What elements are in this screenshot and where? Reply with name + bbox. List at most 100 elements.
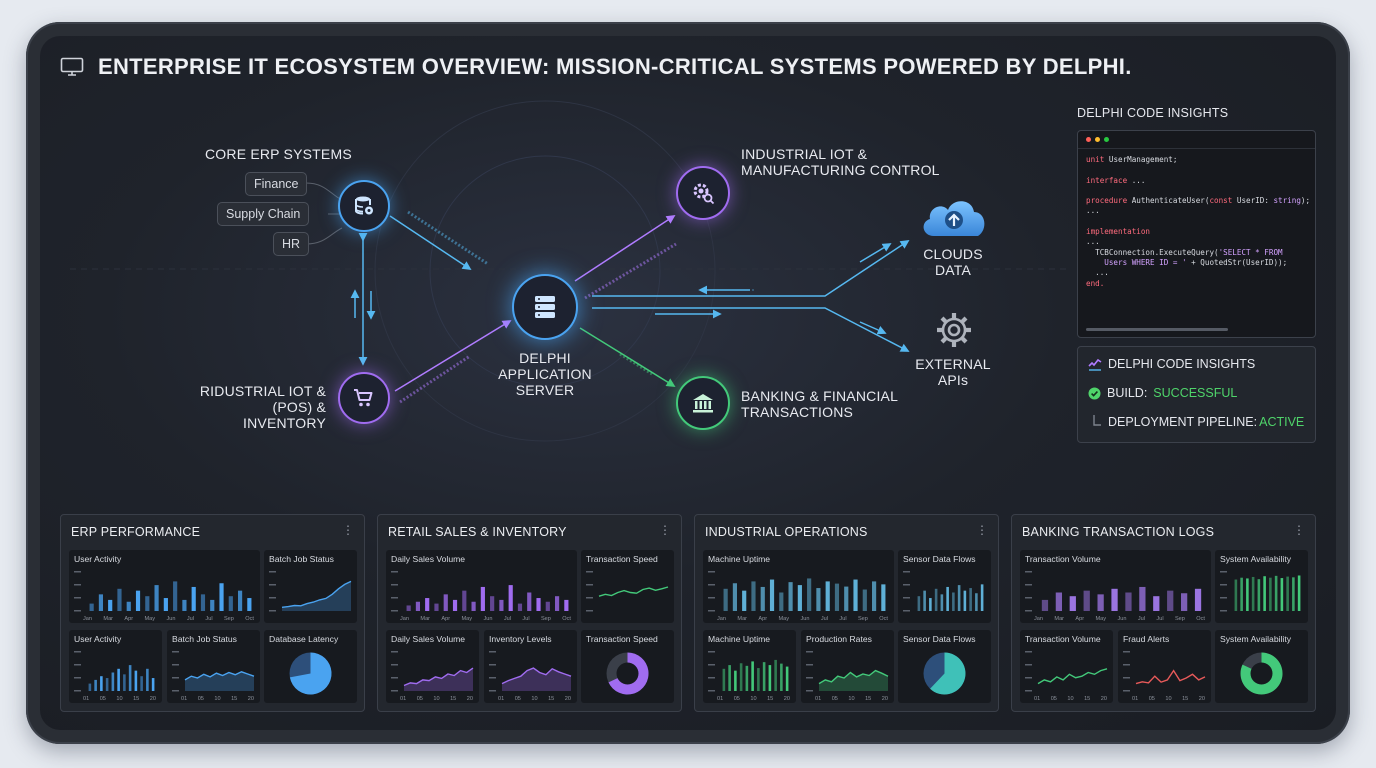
mini-chart-system-availability[interactable]: System Availability [1215, 630, 1308, 703]
x-tick-label: Oct [879, 616, 888, 622]
mini-chart-batch-job-status[interactable]: Batch Job Status [264, 550, 357, 623]
area-fill [185, 671, 254, 691]
bar [739, 663, 743, 691]
y-tick-mark [172, 677, 179, 679]
more-menu-icon[interactable]: ⋮ [976, 523, 988, 537]
bar [779, 592, 784, 611]
chip-finance[interactable]: Finance [245, 172, 308, 196]
y-tick-mark [74, 610, 81, 612]
chip-hr[interactable]: HR [273, 232, 310, 256]
pie-slice [289, 652, 332, 695]
mini-chart-plot [391, 651, 474, 692]
x-tick-label: Apr [758, 616, 768, 622]
x-tick-label: May [1095, 616, 1107, 622]
bar [1234, 579, 1238, 611]
y-tick-mark [269, 610, 276, 612]
chip-supply-chain[interactable]: Supply Chain [217, 202, 310, 226]
bar [89, 603, 94, 611]
mini-chart-title: Transaction Volume [1025, 634, 1101, 644]
mini-chart-system-availability[interactable]: System Availability [1215, 550, 1308, 623]
bar [917, 596, 921, 611]
server-icon [535, 296, 555, 318]
bar [117, 588, 122, 611]
pipeline-icon [1093, 415, 1101, 426]
bar [940, 594, 944, 611]
bar [1251, 576, 1255, 611]
erp-node[interactable] [338, 180, 390, 232]
more-menu-icon[interactable]: ⋮ [659, 523, 671, 537]
bar [785, 666, 789, 691]
database-icon [355, 196, 373, 215]
bar [788, 582, 793, 611]
mini-chart-title: Machine Uptime [708, 554, 771, 564]
mini-chart-title: Production Rates [806, 634, 872, 644]
delphi-server-node[interactable] [512, 274, 578, 340]
bar [844, 586, 849, 611]
x-tick-label: Apr [1075, 616, 1085, 622]
minimize-dot-icon[interactable] [1095, 137, 1100, 142]
x-tick-label: 01 [498, 696, 505, 702]
cloud-icon[interactable] [916, 190, 992, 242]
more-menu-icon[interactable]: ⋮ [342, 523, 354, 537]
y-tick-mark [903, 571, 910, 573]
y-tick-mark [1025, 690, 1032, 692]
x-tick-label: 05 [197, 696, 204, 702]
mini-chart-title: Sensor Data Flows [903, 634, 976, 644]
x-tick-label: 20 [247, 696, 254, 702]
more-menu-icon[interactable]: ⋮ [1293, 523, 1305, 537]
x-tick-label: 05 [831, 696, 838, 702]
y-tick-mark [1025, 610, 1032, 612]
mini-chart-transaction-speed[interactable]: Transaction Speed [581, 550, 674, 623]
mini-chart-title: Sensor Data Flows [903, 554, 976, 564]
y-tick-mark [1025, 677, 1032, 679]
header: ENTERPRISE IT ECOSYSTEM OVERVIEW: MISSIO… [60, 54, 1132, 80]
mini-chart-title: Transaction Volume [1025, 554, 1101, 564]
x-tick-label: Sep [857, 616, 868, 622]
banking-node[interactable] [676, 376, 730, 430]
gear-icon[interactable] [934, 310, 974, 350]
x-tick-label: Mar [420, 616, 431, 622]
mini-chart-sensor-data-flows[interactable]: Sensor Data Flows [898, 550, 991, 623]
bar [734, 670, 737, 691]
bar [111, 672, 115, 691]
x-tick-label: Apr [441, 616, 451, 622]
bar [1263, 576, 1266, 611]
bar [722, 668, 726, 691]
mini-chart-title: System Availability [1220, 554, 1292, 564]
maximize-dot-icon[interactable] [1104, 137, 1109, 142]
pie-slice [930, 652, 966, 695]
mini-chart-transaction-speed[interactable]: Transaction Speed [581, 630, 674, 703]
mini-chart-title: User Activity [74, 634, 122, 644]
x-tick-label: 20 [466, 696, 473, 702]
mini-chart-sensor-data-flows[interactable]: Sensor Data Flows [898, 630, 991, 703]
code-scrollbar[interactable] [1086, 328, 1228, 331]
bar [1194, 588, 1202, 611]
mini-chart-title: Batch Job Status [172, 634, 237, 644]
mini-chart-database-latency[interactable]: Database Latency [264, 630, 357, 703]
iot-node[interactable] [676, 166, 730, 220]
bar [1111, 588, 1118, 611]
close-dot-icon[interactable] [1086, 137, 1091, 142]
code-editor-panel[interactable]: unit UserManagement; interface ... proce… [1077, 130, 1316, 338]
mini-chart-plot [708, 651, 789, 692]
pos-node[interactable] [338, 372, 390, 424]
y-tick-mark [391, 597, 398, 599]
y-tick-mark [1025, 664, 1032, 666]
bar [807, 578, 812, 611]
bar [797, 585, 802, 611]
bar [145, 596, 150, 611]
